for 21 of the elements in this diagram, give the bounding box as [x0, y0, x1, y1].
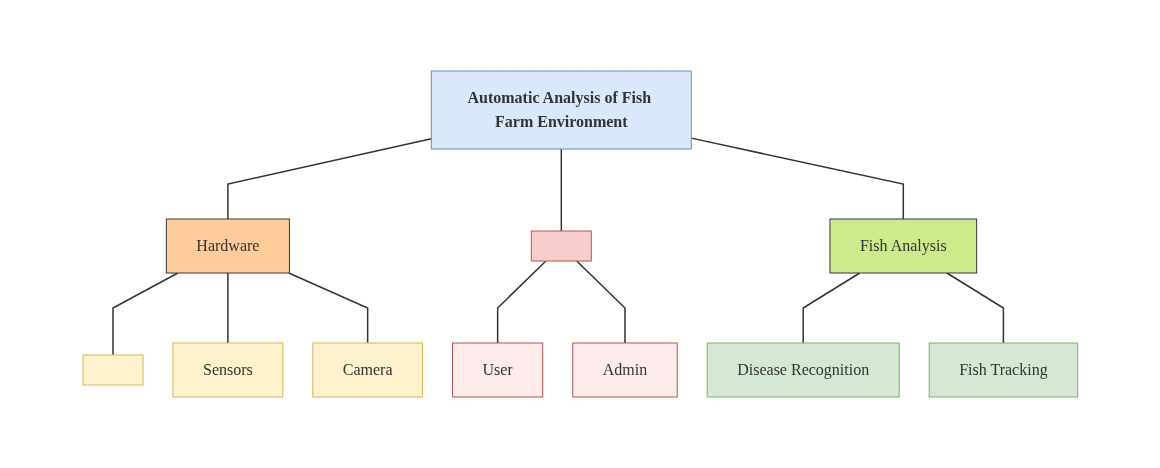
node-box: Fish Analysis	[829, 218, 977, 274]
node-box: Admin	[571, 342, 678, 398]
node-box: Camera	[311, 342, 423, 398]
connector	[111, 272, 179, 356]
node-box	[530, 230, 592, 262]
connector	[560, 148, 562, 232]
node-box: Automatic Analysis of Fish Farm Environment	[430, 70, 692, 150]
node-box: User	[451, 342, 543, 398]
connector	[496, 260, 547, 344]
connector	[802, 272, 861, 344]
connector	[690, 137, 904, 220]
connector	[575, 260, 626, 344]
node-box: Sensors	[172, 342, 283, 398]
node-box	[82, 354, 144, 386]
connector	[226, 138, 432, 220]
node-box: Hardware	[165, 218, 290, 274]
connector	[226, 272, 229, 344]
node-box: Fish Tracking	[928, 342, 1078, 398]
connector	[945, 272, 1004, 344]
connector	[287, 272, 369, 344]
node-box: Disease Recognition	[706, 342, 900, 398]
